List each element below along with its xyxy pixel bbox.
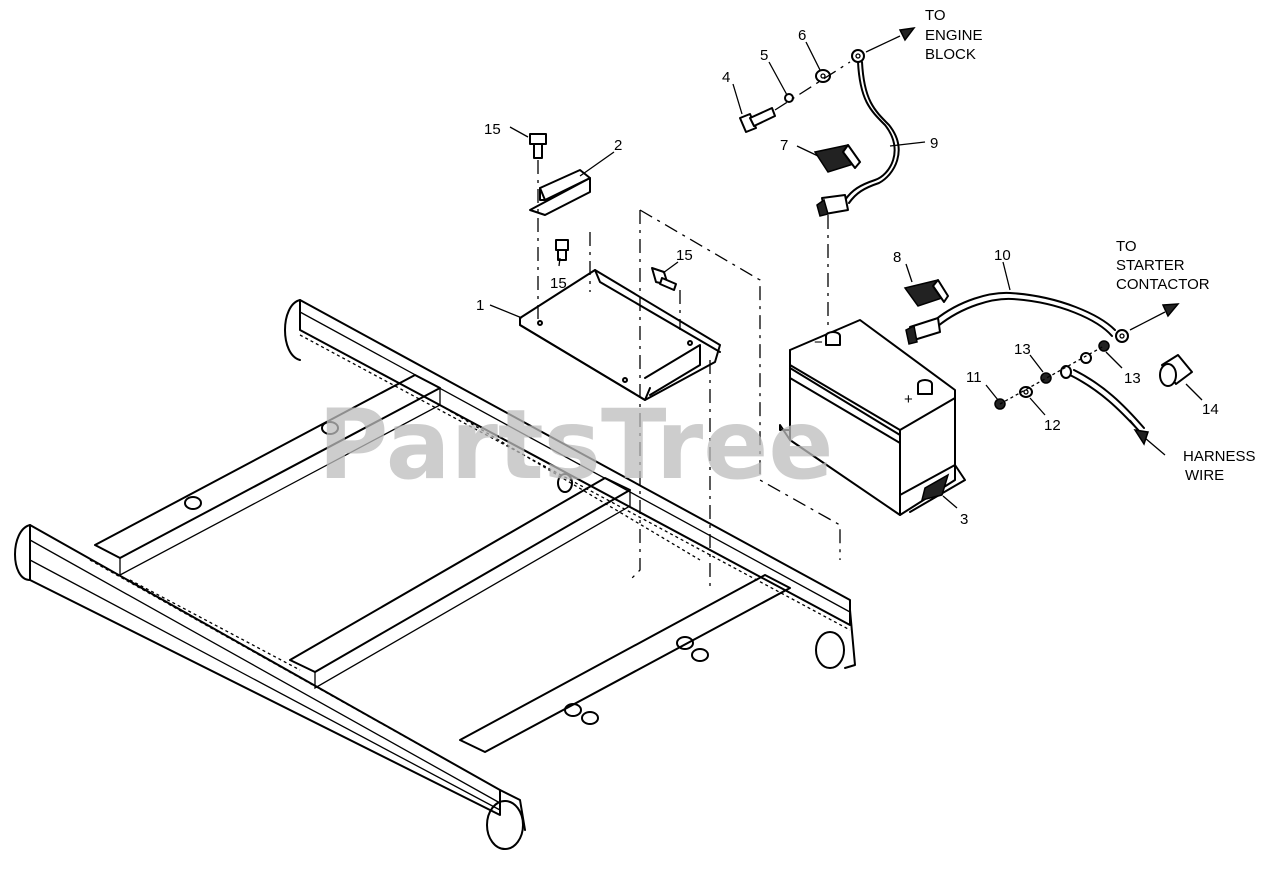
callout-14: 14 — [1202, 401, 1219, 418]
callout-12: 12 — [1044, 417, 1061, 434]
frame-assembly — [14, 299, 856, 850]
callout-11: 11 — [966, 369, 982, 386]
callout-13-left: 13 — [1014, 341, 1031, 358]
note-harness-line2: WIRE — [1185, 467, 1224, 484]
watermark-logo: PartsTree — [318, 389, 833, 501]
hardware-4-5-6 — [739, 61, 851, 133]
leader-lines — [489, 27, 1203, 509]
positive-cable — [905, 291, 1129, 345]
callout-13-right: 13 — [1124, 370, 1141, 387]
note-harness-line1: HARNESS — [1183, 448, 1256, 465]
note-starter-line1: TO — [1116, 238, 1137, 255]
callout-9: 9 — [930, 135, 938, 152]
note-starter-line2: STARTER — [1116, 257, 1185, 274]
terminal-boot-8 — [903, 279, 950, 307]
note-engine-block-line2: ENGINE — [925, 27, 983, 44]
callout-8: 8 — [893, 249, 901, 266]
callout-15-right: 15 — [676, 247, 693, 264]
callout-3: 3 — [960, 511, 968, 528]
callout-6: 6 — [798, 27, 806, 44]
bolt-15-right — [651, 267, 677, 291]
battery: − + — [779, 319, 966, 516]
bolt-15-middle — [555, 239, 569, 261]
terminal-cap-14 — [1159, 354, 1193, 387]
negative-cable — [816, 49, 900, 217]
assembly-lines — [537, 160, 841, 590]
note-engine-block-line1: TO — [925, 7, 946, 24]
callout-15-top: 15 — [484, 121, 501, 138]
negative-terminal-label: − — [814, 334, 823, 351]
callout-1: 1 — [476, 297, 484, 314]
hold-down-bracket — [529, 169, 591, 216]
callout-7: 7 — [780, 137, 788, 154]
callout-labels: 1 2 3 4 5 6 7 8 9 10 11 12 13 13 14 15 1… — [476, 27, 1219, 528]
bolt-15-top — [529, 133, 547, 159]
callout-4: 4 — [722, 69, 730, 86]
battery-tray — [519, 269, 721, 401]
note-engine-block-line3: BLOCK — [925, 46, 976, 63]
callout-10: 10 — [994, 247, 1011, 264]
callout-2: 2 — [614, 137, 622, 154]
note-starter-contactor: TO STARTER CONTACTOR — [1116, 238, 1210, 293]
positive-terminal-label: + — [904, 391, 913, 408]
terminal-boot-7 — [813, 144, 862, 173]
callout-5: 5 — [760, 47, 768, 64]
note-harness-wire: HARNESS WIRE — [1183, 448, 1256, 484]
callout-15-middle: 15 — [550, 275, 567, 292]
note-engine-block: TO ENGINE BLOCK — [925, 7, 983, 63]
note-starter-line3: CONTACTOR — [1116, 276, 1210, 293]
